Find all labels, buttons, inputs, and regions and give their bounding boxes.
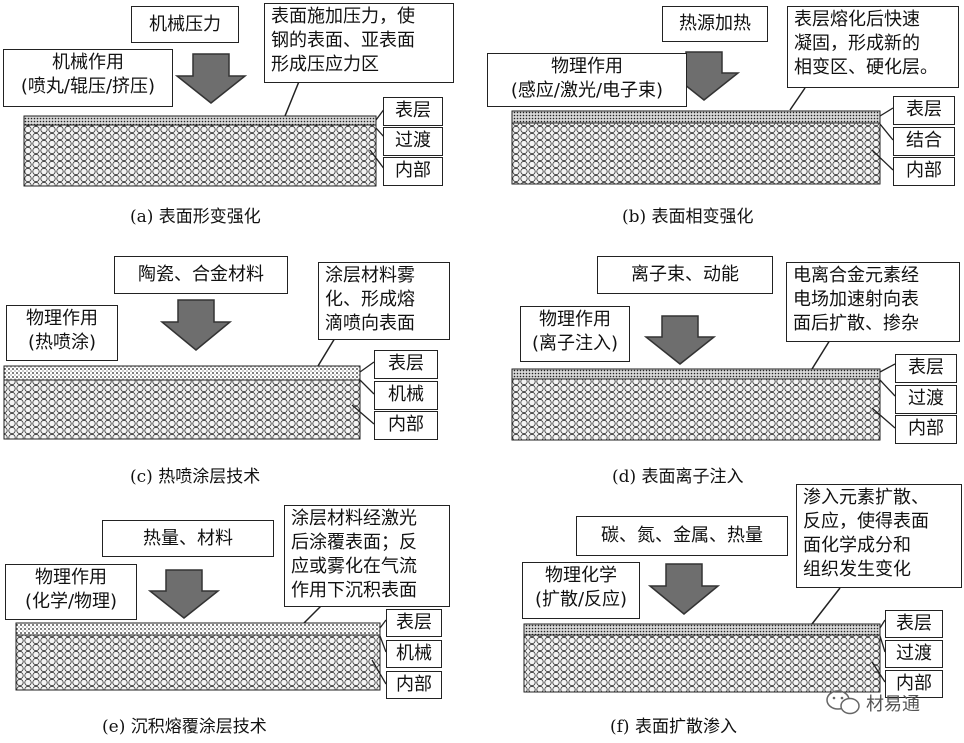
panel-f-source-label: 碳、氮、金属、热量 xyxy=(576,516,788,556)
panel-d-layer-interior: 内部 xyxy=(895,415,957,444)
panel-c-layer-surface: 表层 xyxy=(374,350,438,379)
panel-c-substrate xyxy=(3,378,361,440)
panel-c-surface-layer xyxy=(3,365,361,381)
panel-b-layer-surface: 表层 xyxy=(893,96,955,125)
panel-f-arrow xyxy=(647,563,721,615)
panel-c-layer-mechanical: 机械 xyxy=(374,381,438,410)
panel-b-layer-interior: 内部 xyxy=(893,157,955,186)
panel-f-surface-layer xyxy=(523,623,881,636)
panel-e-source-label: 热量、材料 xyxy=(102,520,274,557)
watermark-text: 材易通 xyxy=(866,694,920,715)
panel-f-substrate xyxy=(523,633,881,693)
panel-f-caption: (f) 表面扩散渗入 xyxy=(610,717,737,737)
panel-b-graphics xyxy=(511,51,894,185)
panel-a-layer-interior: 内部 xyxy=(383,157,443,186)
panel-b-substrate xyxy=(511,119,881,185)
panel-a-substrate xyxy=(23,121,377,187)
panel-e-surface-layer xyxy=(15,622,381,636)
panel-e-layer-mechanical: 机械 xyxy=(386,640,442,668)
panel-f-method-label: 物理化学 (扩散/反应) xyxy=(522,562,640,619)
panel-c-caption: (c) 热喷涂层技术 xyxy=(130,467,261,487)
panel-c-layer-interior: 内部 xyxy=(374,411,438,440)
panel-f-layer-transition: 过渡 xyxy=(885,640,943,668)
panel-e-arrow xyxy=(147,569,221,619)
panel-a-graphics xyxy=(23,53,386,187)
panel-e-substrate xyxy=(15,633,381,691)
panel-b-note: 表层熔化后快速 凝固，形成新的 相变区、硬化层。 xyxy=(787,6,959,88)
panel-f-note: 渗入元素扩散、 反应，使得表面 面化学成分和 组织发生变化 xyxy=(796,484,962,588)
panel-f-layer-surface: 表层 xyxy=(885,610,943,638)
panel-c-graphics xyxy=(3,299,375,440)
panel-e-note: 涂层材料经激光 后涂覆表面；反 应或雾化在气流 作用下沉积表面 xyxy=(284,505,450,607)
panel-d-method-label: 物理作用 (离子注入) xyxy=(520,306,630,362)
panel-d-substrate xyxy=(511,376,881,441)
panel-c-source-label: 陶瓷、合金材料 xyxy=(114,256,288,294)
panel-c-method-label: 物理作用 (热喷涂) xyxy=(6,305,118,361)
panel-a-layer-transition: 过渡 xyxy=(383,127,443,156)
panel-b-surface-layer xyxy=(511,110,881,124)
panel-d-arrow xyxy=(643,315,717,365)
panel-e-layer-interior: 内部 xyxy=(386,671,442,699)
panel-a-arrow xyxy=(174,53,248,104)
wechat-icon xyxy=(826,690,860,715)
panel-d-layer-surface: 表层 xyxy=(895,354,957,383)
panel-a-method-label: 机械作用 (喷丸/辊压/挤压) xyxy=(3,49,173,107)
panel-c-arrow xyxy=(159,299,233,351)
panel-e-graphics xyxy=(15,569,387,691)
panel-b-source-label: 热源加热 xyxy=(662,6,768,42)
panel-c-note: 涂层材料雾 化、形成熔 滴喷向表面 xyxy=(318,262,450,340)
panel-d-graphics xyxy=(511,315,896,441)
panel-a-note: 表面施加压力，使 钢的表面、亚表面 形成压应力区 xyxy=(264,3,454,83)
panel-e-method-label: 物理作用 (化学/物理) xyxy=(5,564,137,620)
panel-b-layer-bond: 结合 xyxy=(893,127,955,156)
panel-d-source-label: 离子束、动能 xyxy=(597,256,773,294)
panel-e-layer-surface: 表层 xyxy=(386,609,442,637)
panel-a-layer-surface: 表层 xyxy=(383,97,443,126)
panel-a-caption: (a) 表面形变强化 xyxy=(130,207,261,227)
panel-d-layer-transition: 过渡 xyxy=(895,385,957,414)
panel-a-source-label: 机械压力 xyxy=(131,6,239,43)
panel-b-method-label: 物理作用 (感应/激光/电子束) xyxy=(487,53,687,107)
panel-f-layer-interior: 内部 xyxy=(885,670,943,698)
panel-e-caption: (e) 沉积熔覆涂层技术 xyxy=(102,717,267,737)
panel-d-caption: (d) 表面离子注入 xyxy=(612,467,744,487)
panel-a-surface-layer xyxy=(23,115,377,126)
panel-f-graphics xyxy=(523,563,886,693)
panel-b-caption: (b) 表面相变强化 xyxy=(622,207,754,227)
panel-d-surface-layer xyxy=(511,368,881,380)
panel-d-note: 电离合金元素经 电场加速射向表 面后扩散、掺杂 xyxy=(786,262,960,342)
